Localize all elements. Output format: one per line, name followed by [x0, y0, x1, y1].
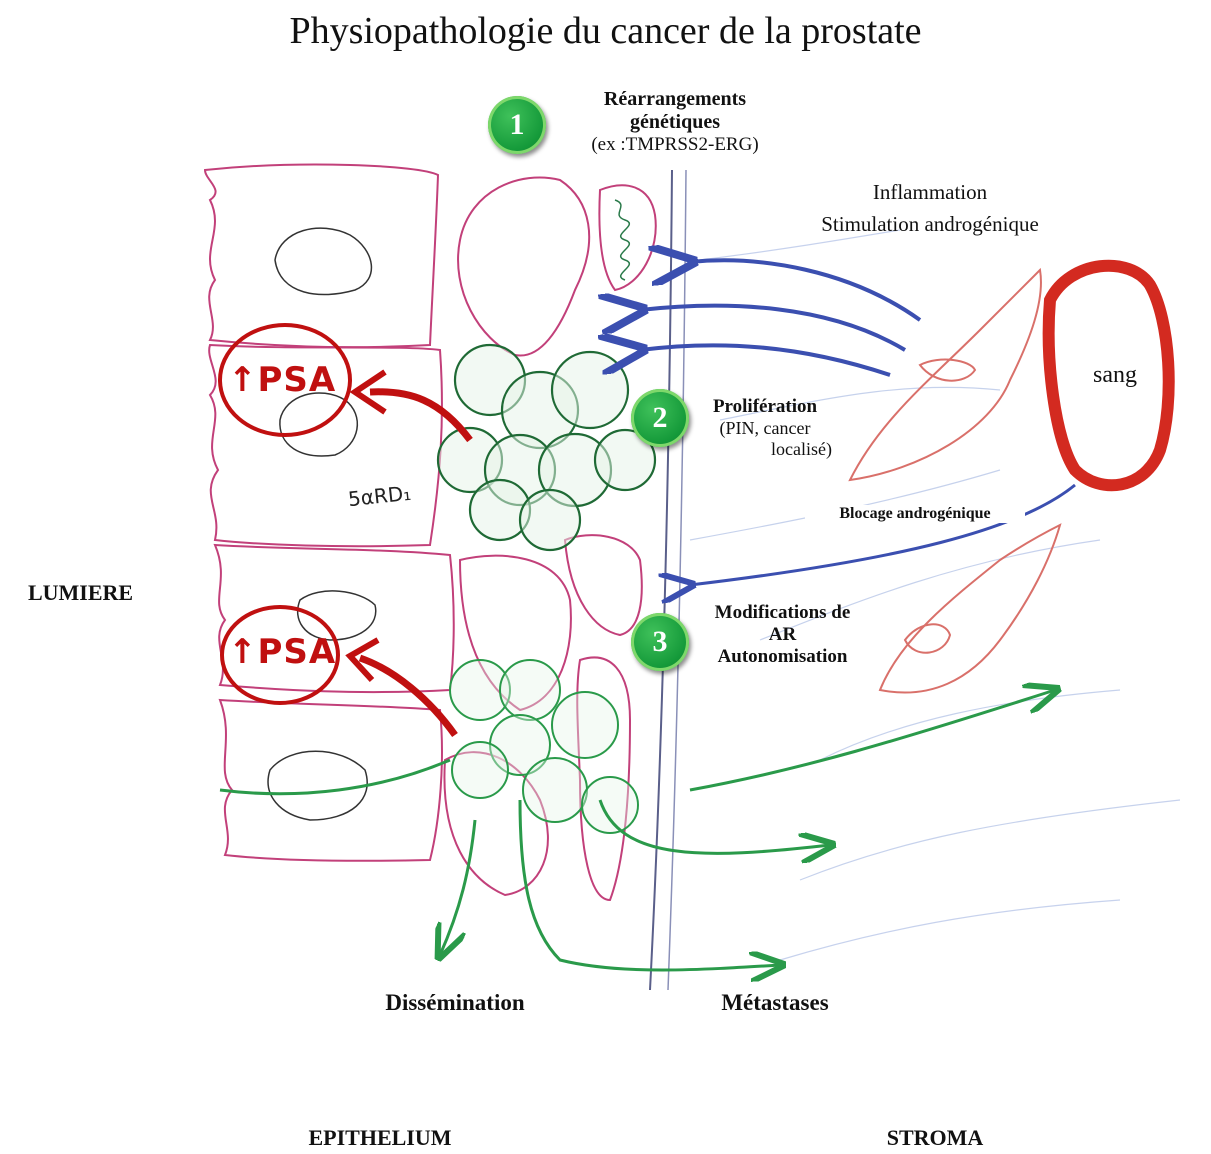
- epithelium-label: EPITHELIUM: [270, 1125, 490, 1150]
- step-2-subtitle-line-1: (PIN, cancer: [690, 418, 840, 439]
- cancer-cells-cluster-lower: [450, 660, 638, 833]
- chromatin-coil: [615, 200, 629, 280]
- lumiere-label: LUMIERE: [8, 580, 153, 605]
- step-2-text: Prolifération (PIN, cancer localisé): [690, 396, 840, 459]
- step-3-title-line-3: Autonomisation: [690, 646, 875, 668]
- androgen-blockade-label: Blocage androgénique: [805, 505, 1025, 523]
- step-2-title: Prolifération: [690, 396, 840, 418]
- step-1-text: Réarrangements génétiques (ex :TMPRSS2-E…: [560, 88, 790, 156]
- metastases-label: Métastases: [690, 990, 860, 1016]
- dissemination-arrows: [220, 690, 1055, 970]
- inflammation-label: Inflammation: [790, 180, 1070, 204]
- step-3-title-line-1: Modifications de: [690, 602, 875, 624]
- inflammation-arrows: [640, 260, 920, 375]
- diagram-title: Physiopathologie du cancer de la prostat…: [0, 10, 1211, 54]
- step-3-text: Modifications de AR Autonomisation: [690, 602, 875, 668]
- step-3-title-line-2: AR: [690, 624, 875, 646]
- step-1-title-line-2: génétiques: [560, 111, 790, 134]
- cell-nuclei: [268, 228, 376, 820]
- step-1-title-line-1: Réarrangements: [560, 88, 790, 111]
- blood-label: sang: [1070, 362, 1160, 390]
- stroma-fibroblasts: [850, 270, 1060, 693]
- step-3-badge: 3: [631, 613, 689, 671]
- dissemination-label: Dissémination: [355, 990, 555, 1016]
- step-1-subtitle: (ex :TMPRSS2-ERG): [560, 134, 790, 156]
- psa-upper-label: ↑PSA: [228, 360, 336, 400]
- step-2-badge: 2: [631, 389, 689, 447]
- step-2-subtitle-line-2: localisé): [690, 439, 840, 460]
- androgen-blockade-arrow: [690, 485, 1075, 585]
- stroma-label: STROMA: [855, 1125, 1015, 1150]
- basement-membrane: [650, 170, 686, 990]
- cancer-cells-cluster-upper: [438, 345, 655, 550]
- psa-lower-label: ↑PSA: [228, 632, 336, 672]
- step-1-badge: 1: [488, 96, 546, 154]
- stimulation-label: Stimulation androgénique: [780, 212, 1080, 236]
